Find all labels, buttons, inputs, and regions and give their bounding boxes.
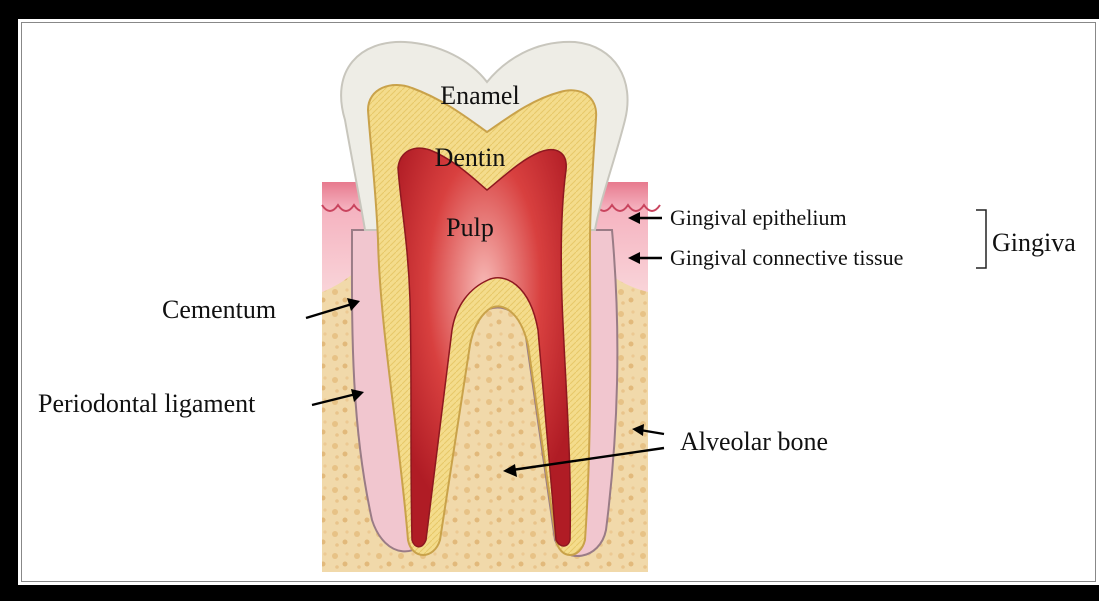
alveolar-bone-label: Alveolar bone <box>680 427 828 456</box>
enamel-label: Enamel <box>440 81 519 110</box>
gingiva-label: Gingiva <box>992 228 1076 257</box>
gingival-epithelium-label: Gingival epithelium <box>670 205 847 230</box>
dentin-label: Dentin <box>435 143 506 172</box>
gingival-connective-tissue-label: Gingival connective tissue <box>670 245 903 270</box>
gingiva-bracket <box>976 210 986 268</box>
pulp-label: Pulp <box>446 213 494 242</box>
cementum-label: Cementum <box>162 295 276 324</box>
periodontal-ligament-label: Periodontal ligament <box>38 389 256 418</box>
